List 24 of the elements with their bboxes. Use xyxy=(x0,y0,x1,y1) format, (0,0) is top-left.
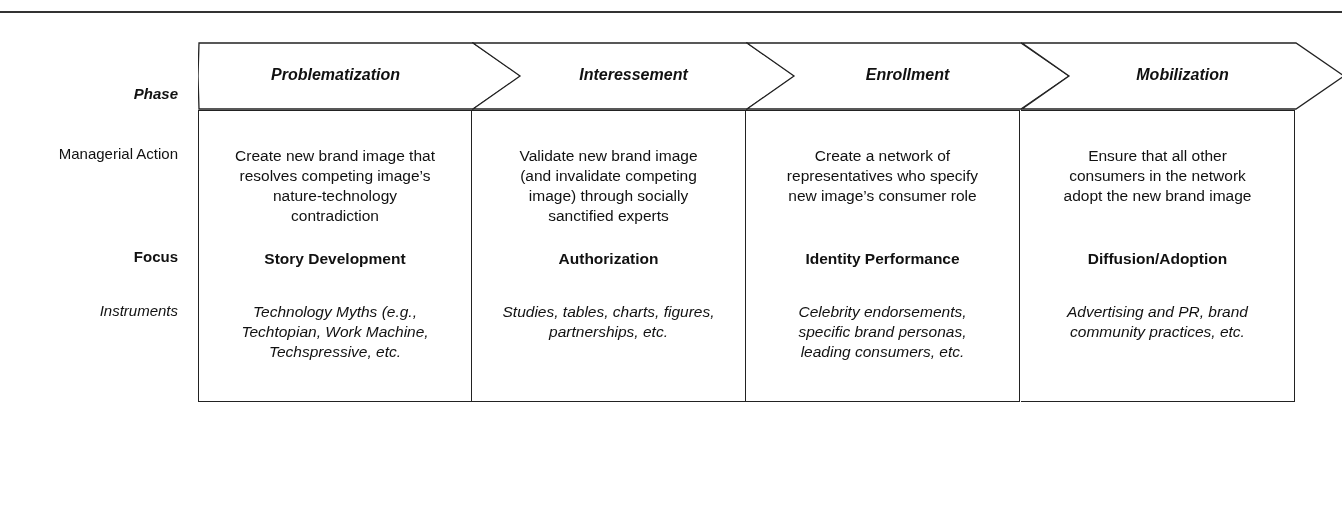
action-text: Validate new brand image (and invalidate competing image) through socially sanctified experts xyxy=(518,146,699,226)
phase-title: Mobilization xyxy=(1135,66,1230,84)
focus-text: Diffusion/Adoption xyxy=(1086,249,1229,269)
action-text: Create new brand image that resolves competing image’s nature-technology contradiction xyxy=(234,146,436,226)
focus-text: Story Development xyxy=(263,249,407,269)
instruments-text: Technology Myths (e.g., Techtopian, Work Machine, Techspressive, etc. xyxy=(240,302,430,362)
row-label: Phase xyxy=(133,85,178,102)
phase-title: Problematization xyxy=(270,66,401,84)
row-label: Focus xyxy=(133,248,178,265)
action-text: Ensure that all other consumers in the network adopt the new brand image xyxy=(1062,146,1253,206)
instruments-text: Advertising and PR, brand community practices, etc. xyxy=(1065,302,1250,342)
action-text: Create a network of representatives who specify new image’s consumer role xyxy=(785,146,980,206)
row-label: Instruments xyxy=(99,302,178,319)
instruments-text: Celebrity endorsements, specific brand personas, leading consumers, etc. xyxy=(797,302,968,362)
phase-column xyxy=(198,110,472,402)
focus-text: Authorization xyxy=(557,249,660,269)
phase-title: Enrollment xyxy=(864,66,951,84)
focus-text: Identity Performance xyxy=(804,249,961,269)
phase-column xyxy=(472,110,746,402)
instruments-text: Studies, tables, charts, figures, partnerships, etc. xyxy=(502,302,715,342)
phase-column xyxy=(1021,110,1295,402)
phase-title: Interessement xyxy=(578,66,690,84)
row-label: Managerial Action xyxy=(58,145,178,162)
phase-column xyxy=(746,110,1020,402)
